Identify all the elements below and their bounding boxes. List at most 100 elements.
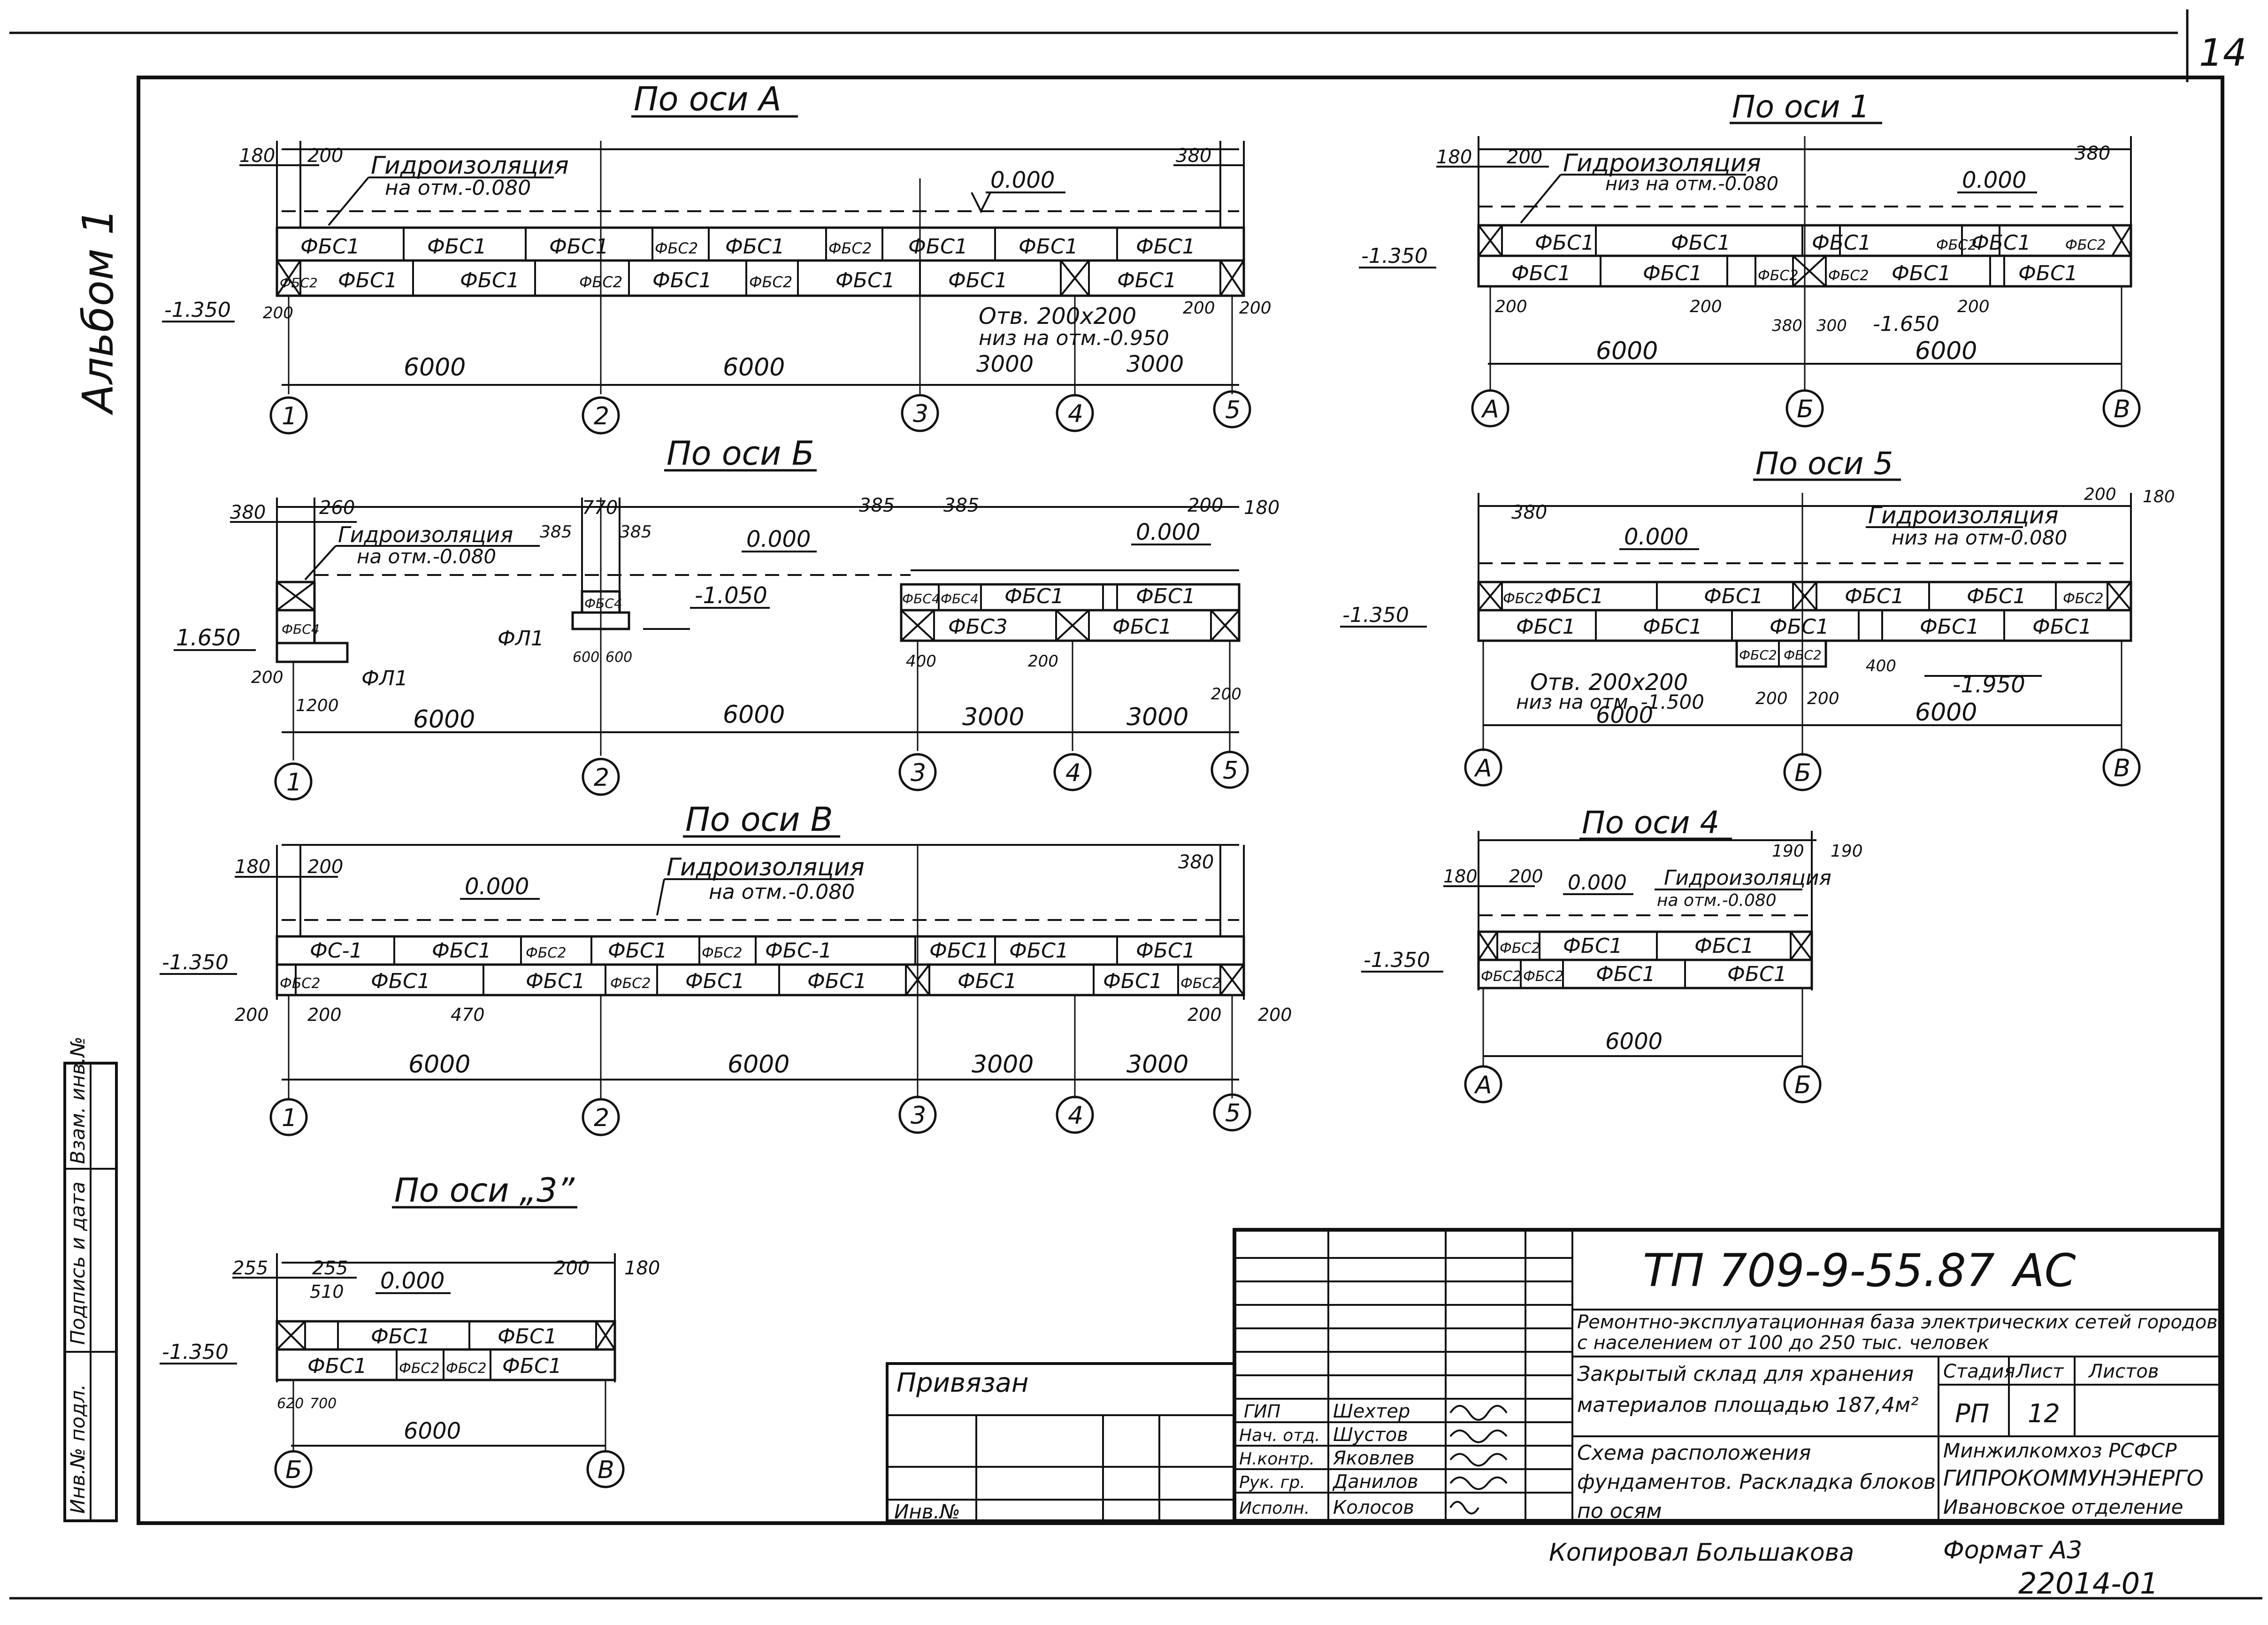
dim-text: 200 [1188, 495, 1223, 516]
axis-label: 1 [282, 1104, 297, 1132]
project-name-box: Ремонтно-эксплуатационная база электриче… [1577, 1312, 2218, 1353]
axis-label: 5 [1223, 757, 1238, 785]
note-text: Гидроизоляция [1868, 502, 2059, 529]
note-leader [328, 176, 369, 226]
axis-marker [1464, 748, 1502, 787]
block-label: ФБС1 [1136, 584, 1195, 608]
block-label: ФБС2 [2063, 590, 2103, 607]
dim-text: 385 [859, 495, 895, 516]
level-arrow [971, 192, 991, 214]
note-text: Гидроизоляция [1664, 866, 1831, 890]
section-axis-3: По оси „3” ФБС1 ФБС1 ФБС1 ФБС2 ФБС2 ФБС1… [160, 1171, 660, 1488]
note-text: Гидроизоляция [667, 853, 865, 881]
axis-label: 3 [911, 759, 926, 787]
block-label: ФБС1 [1544, 584, 1604, 608]
dim-text: 380 [2075, 143, 2110, 164]
section-1-title: По оси 1 [1732, 89, 1870, 125]
dim-text: 385 [540, 522, 572, 542]
note-text: ФЛ1 [498, 627, 544, 651]
block-label: ФБС1 [307, 1354, 367, 1378]
dim-text: 620 [277, 1395, 304, 1412]
axis-marker [1056, 1096, 1094, 1134]
block-row-lower [1735, 639, 1827, 668]
dim-text: 200 [1807, 689, 1839, 708]
block-label: ФБС2 [702, 945, 742, 961]
block-label: ФБС4 [941, 591, 979, 606]
signature-head-dept [1449, 1429, 1508, 1443]
name-gip: Шехтер [1333, 1401, 1410, 1422]
name-norm-control: Яковлев [1333, 1448, 1415, 1469]
block-label: ФБС2 [655, 239, 698, 257]
archive-number: 22014-01 [2018, 1566, 2159, 1601]
signature-norm-control [1449, 1453, 1508, 1467]
dim-text: 470 [451, 1004, 485, 1025]
dim-text: 380 [230, 502, 266, 523]
dim-text: 200 [1495, 297, 1527, 316]
block-label: ФБС1 [929, 939, 989, 963]
note-text: Гидроизоляция [371, 152, 569, 180]
block-label: ФБС1 [427, 235, 487, 259]
block-row [276, 935, 1245, 966]
dim-text: 510 [310, 1281, 344, 1302]
name-executor: Колосов [1333, 1497, 1414, 1518]
note-text: на отм.-0.080 [709, 880, 855, 904]
note-text: низ на отм-0.080 [1892, 526, 2067, 549]
level-text: 0.000 [990, 167, 1055, 193]
sheet-value: 12 [2028, 1399, 2060, 1428]
block-label: ФБС2 [1758, 268, 1798, 284]
block-label: ФБС1 [835, 268, 895, 292]
block-label: ФБС1 [948, 268, 1008, 292]
section-4-title: По оси 4 [1582, 805, 1720, 841]
axis-marker [1211, 751, 1249, 789]
dim-text: 200 [1239, 299, 1272, 318]
dim-text: 200 [554, 1257, 590, 1279]
axis-label: 5 [1225, 396, 1241, 424]
axis-marker [1471, 389, 1509, 428]
block-label: ФБС1 [1103, 969, 1163, 993]
note-text: на отм.-0.080 [385, 176, 531, 200]
note-leader [656, 879, 665, 916]
block-label: ФБС1 [725, 235, 785, 259]
block-label: ФБС1 [1516, 615, 1576, 639]
section-axis-a: По оси А ФБС1 ФБС1 ФБС1 ФБС2 ФБ [162, 80, 1272, 435]
signature-group-lead [1449, 1476, 1508, 1490]
section-axis-v: По оси В ФС-1 ФБС1 ФБС2 ФБС1 ФБС2 ФБС-1 [160, 800, 1292, 1136]
dim-text: 6000 [723, 353, 785, 382]
document-mark: АС [2011, 1244, 2076, 1297]
block-label: ФБС2 [280, 975, 320, 992]
dim-text: 6000 [408, 1050, 470, 1079]
axis-marker [1783, 753, 1822, 791]
section-3-title: По оси „3” [394, 1171, 575, 1210]
section-v-title: По оси В [685, 800, 833, 839]
dim-text: 200 [307, 145, 343, 167]
block [276, 609, 316, 644]
block-label: ФБС1 [908, 235, 968, 259]
level-text: 0.000 [380, 1268, 444, 1294]
note-leader [304, 545, 337, 581]
dim-text: 6000 [723, 701, 785, 729]
dim-text: 200 [1755, 689, 1788, 708]
block-label: ФБС1 [1136, 939, 1195, 963]
dim-text: 200 [2084, 485, 2116, 504]
note-leader [1520, 174, 1562, 224]
block-label: ФБС1 [1704, 584, 1763, 608]
dim-text: 6000 [413, 705, 475, 734]
note-text: Отв. 200х200 [1530, 669, 1688, 696]
dim-text: 260 [319, 497, 355, 519]
block-label: ФБС1 [1845, 584, 1904, 608]
block-row [900, 609, 1241, 642]
section-a-block-row-bottom [276, 259, 1245, 297]
dim-text: 190 [1772, 842, 1804, 861]
axis-marker [898, 1096, 937, 1134]
axis-marker [269, 396, 308, 435]
block-label: ФБС2 [526, 945, 566, 961]
block-label: ФБС2 [1739, 647, 1777, 663]
block-label: ФБС1 [1563, 934, 1623, 958]
note-text: ФЛ1 [361, 667, 408, 690]
block-label: ФБС1 [502, 1354, 562, 1378]
dim-text: 200 [1183, 299, 1215, 318]
axis-label: А [1474, 754, 1492, 782]
section-axis-4: По оси 4 ФБС2 ФБС1 ФБС1 ФБС2 ФБС2 ФБС1 Ф… [1361, 805, 1863, 1104]
dim-text: 6000 [1915, 337, 1977, 365]
axis-marker [901, 394, 939, 432]
